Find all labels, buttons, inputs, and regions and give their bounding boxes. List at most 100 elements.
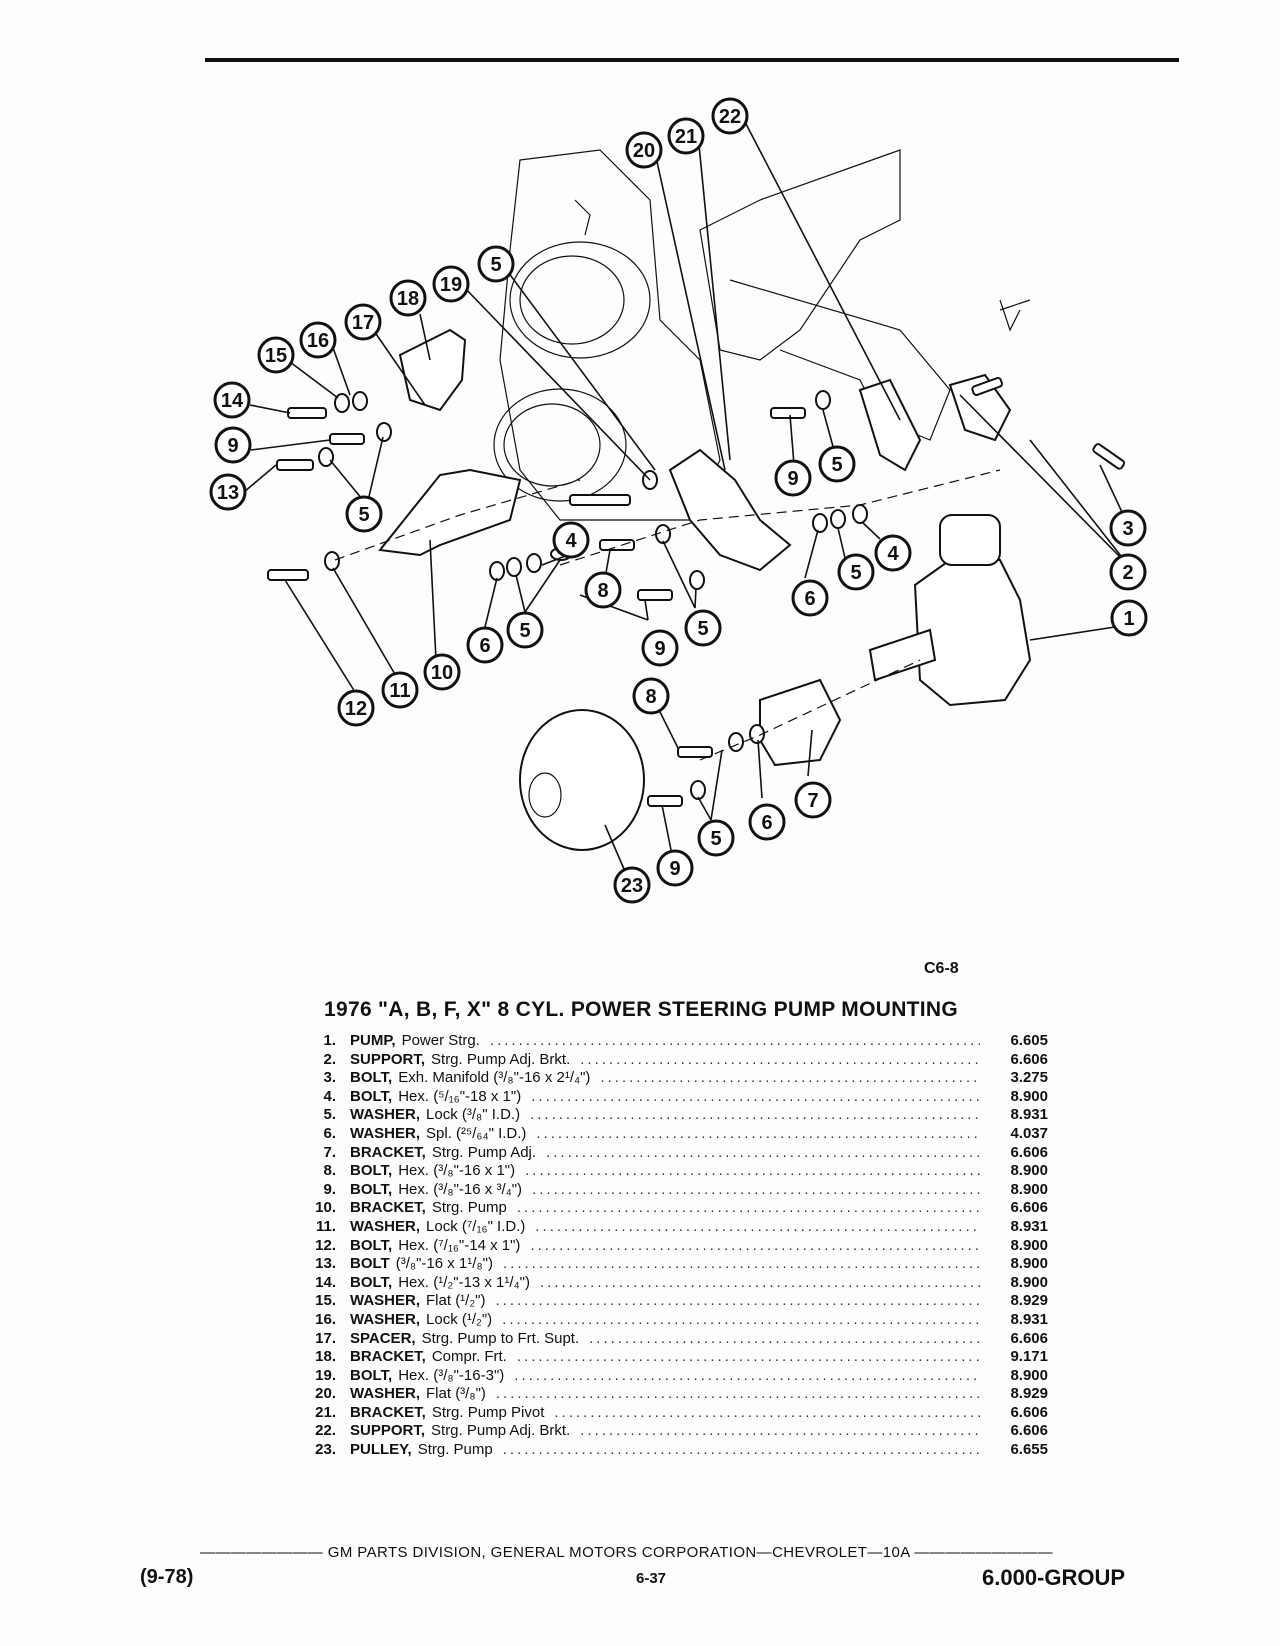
exploded-parts-diagram: 22 21 20 5 19 18 17 16 15 14 9 13 5 9 5 …: [209, 97, 1148, 904]
part-number: 14.: [315, 1273, 336, 1291]
part-name: WASHER,: [350, 1217, 421, 1235]
callout-number: 5: [490, 254, 501, 276]
leader-dots: [532, 1181, 980, 1200]
part-name: BRACKET,: [350, 1143, 426, 1161]
callout-5: 5: [345, 495, 383, 533]
callout-8: 8: [632, 677, 670, 715]
engine-outline: [493, 149, 1031, 521]
part-name: BOLT,: [350, 1069, 393, 1087]
group-number: 8.900: [1010, 1255, 1048, 1273]
group-number: 6.606: [1010, 1403, 1048, 1421]
part-row: 20.WASHER,Flat (³/₈")8.929: [300, 1385, 1048, 1404]
callout-number: 16: [307, 330, 329, 352]
callout-5: 5: [477, 245, 515, 283]
part-row: 3.BOLT,Exh. Manifold (³/₈"-16 x 2¹/₄")3.…: [300, 1069, 1048, 1088]
leader-dots: [589, 1330, 980, 1349]
part-row: 22.SUPPORT,Strg. Pump Adj. Brkt.6.606: [300, 1422, 1048, 1441]
group-number: 6.606: [1010, 1199, 1048, 1217]
callout-12: 12: [337, 689, 375, 727]
footer-date: (9-78): [140, 1566, 194, 1588]
part-description: Compr. Frt.: [431, 1348, 507, 1366]
group-number: 8.931: [1010, 1106, 1048, 1124]
part-name: WASHER,: [350, 1124, 421, 1142]
callout-number: 6: [804, 588, 815, 610]
callout-number: 5: [710, 828, 721, 850]
part-row: 4.BOLT,Hex. (⁵/₁₆"-18 x 1")8.900: [300, 1088, 1048, 1107]
part-description: Hex. (³/₈"-16 x ³/₄"): [398, 1180, 523, 1198]
leader-dots: [554, 1404, 980, 1423]
part-row: 15.WASHER,Flat (¹/₂")8.929: [300, 1292, 1048, 1311]
part-row: 23.PULLEY,Strg. Pump6.655: [300, 1441, 1048, 1460]
top-rule: [205, 58, 1179, 62]
part-number: 21.: [315, 1403, 336, 1421]
pulley-shape: [519, 709, 645, 851]
part-row: 10.BRACKET,Strg. Pump6.606: [300, 1199, 1048, 1218]
callout-number: 9: [227, 435, 238, 457]
leader-dots: [530, 1106, 980, 1125]
part-description: (³/₈"-16 x 1¹/₈"): [395, 1255, 493, 1273]
part-number: 16.: [315, 1310, 336, 1328]
adj-support-right-shape: [858, 378, 922, 472]
leader-lines: [243, 121, 1129, 877]
callout-10: 10: [423, 653, 461, 691]
leader-dots: [530, 1237, 980, 1256]
part-number: 9.: [323, 1180, 336, 1198]
callout-number: 7: [807, 790, 818, 812]
part-name: BRACKET,: [350, 1403, 426, 1421]
part-row: 16.WASHER,Lock (¹/₂")8.931: [300, 1311, 1048, 1330]
part-row: 1.PUMP,Power Strg.6.605: [300, 1032, 1048, 1051]
leader-dots: [502, 1311, 980, 1330]
callout-23: 23: [613, 866, 651, 904]
group-number: 6.606: [1010, 1329, 1048, 1347]
callout-number: 10: [431, 662, 453, 684]
callout-13: 13: [209, 473, 247, 511]
callout-5: 5: [684, 609, 722, 647]
part-description: Hex. (⁵/₁₆"-18 x 1"): [398, 1087, 522, 1105]
callout-20: 20: [625, 131, 663, 169]
callout-number: 23: [621, 875, 643, 897]
part-description: Strg. Pump Pivot: [431, 1403, 545, 1421]
callout-9: 9: [641, 629, 679, 667]
part-number: 1.: [323, 1032, 336, 1049]
callout-6: 6: [748, 803, 786, 841]
callout-9: 9: [656, 849, 694, 887]
callout-5: 5: [818, 445, 856, 483]
callout-number: 9: [669, 858, 680, 880]
part-row: 8.BOLT,Hex. (³/₈"-16 x 1")8.900: [300, 1162, 1048, 1181]
part-description: Strg. Pump Adj. Brkt.: [431, 1422, 571, 1440]
callout-1: 1: [1110, 599, 1148, 637]
callout-6: 6: [791, 579, 829, 617]
part-number: 23.: [315, 1441, 336, 1459]
leader-dots: [580, 1422, 980, 1441]
leader-dots: [503, 1255, 980, 1274]
part-name: WASHER,: [350, 1106, 421, 1124]
callout-number: 13: [217, 482, 239, 504]
leader-dots: [546, 1144, 980, 1163]
group-number: 8.929: [1010, 1385, 1048, 1403]
leader-dots: [540, 1274, 980, 1293]
footer-division-text: GM PARTS DIVISION, GENERAL MOTORS CORPOR…: [327, 1544, 910, 1561]
part-description: Lock (⁷/₁₆" I.D.): [426, 1217, 526, 1235]
part-row: 13.BOLT(³/₈"-16 x 1¹/₈")8.900: [300, 1255, 1048, 1274]
part-description: Strg. Pump: [417, 1441, 493, 1459]
group-number: 8.900: [1010, 1087, 1048, 1105]
callout-3: 3: [1109, 509, 1147, 547]
part-name: WASHER,: [350, 1385, 421, 1403]
leader-dots: [503, 1441, 980, 1460]
pump-bracket-shape: [378, 468, 522, 557]
page-number: 6-37: [636, 1570, 667, 1587]
leader-dots: [525, 1162, 980, 1181]
part-number: 17.: [315, 1329, 336, 1347]
group-number: 8.900: [1010, 1162, 1048, 1180]
leader-dots: [536, 1125, 980, 1144]
callout-14: 14: [213, 381, 251, 419]
part-row: 11.WASHER,Lock (⁷/₁₆" I.D.)8.931: [300, 1218, 1048, 1237]
leader-dots: [517, 1199, 980, 1218]
callout-number: 4: [887, 543, 899, 565]
group-number: 4.037: [1010, 1124, 1048, 1142]
leader-dots: [496, 1385, 980, 1404]
part-number: 22.: [315, 1422, 336, 1440]
part-number: 18.: [315, 1348, 336, 1366]
callout-number: 5: [697, 618, 708, 640]
part-name: PUMP,: [350, 1032, 396, 1049]
